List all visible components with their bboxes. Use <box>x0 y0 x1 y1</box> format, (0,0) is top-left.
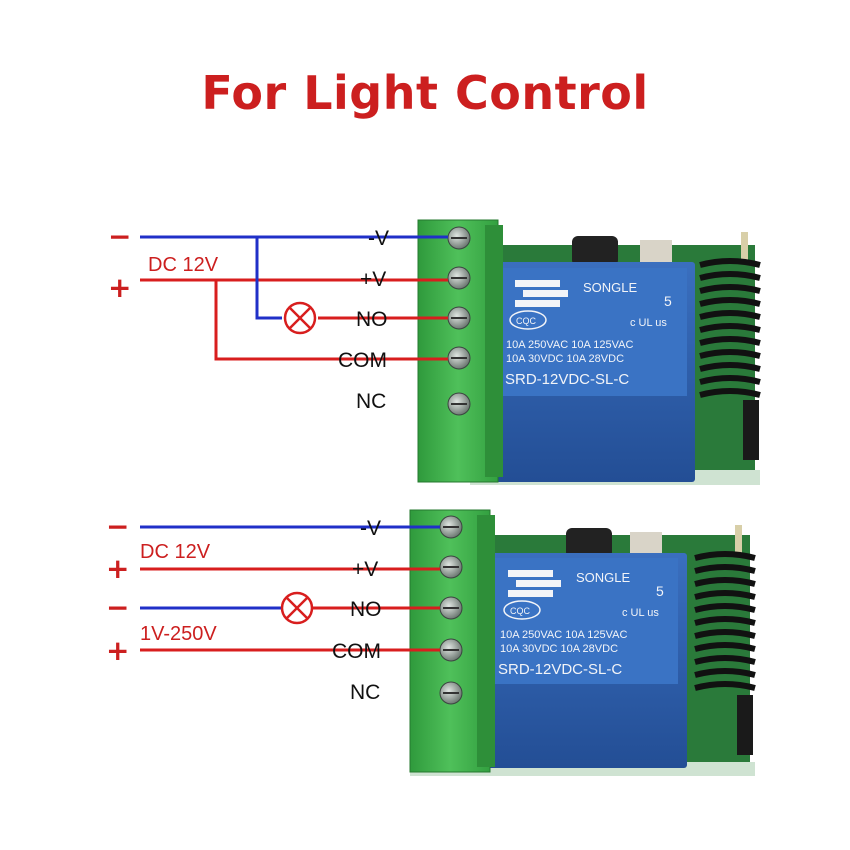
relay-rating-2: 10A 30VDC 10A 28VDC <box>500 643 618 655</box>
lamp-icon <box>280 591 314 625</box>
supply-label: DC 12V <box>140 541 211 563</box>
screw-icon <box>439 515 463 705</box>
relay-cert-left: CQC <box>516 316 537 326</box>
relay-model: SRD-12VDC-SL-C <box>505 371 629 388</box>
songle-logo-icon <box>508 570 561 597</box>
relay-brand: SONGLE <box>576 570 631 585</box>
relay-cert-left: CQC <box>510 606 531 616</box>
plus-sign: + <box>106 634 129 667</box>
relay-cert-right: c UL us <box>622 607 659 619</box>
load-supply-label: 1V-250V <box>140 623 217 645</box>
screw-icon <box>447 226 471 416</box>
pin-header <box>737 695 753 755</box>
antenna-coil-icon <box>694 525 756 691</box>
push-button <box>640 240 672 266</box>
minus-sign: − <box>108 220 131 253</box>
wire-com <box>214 280 448 361</box>
terminal-label-minus-v: -V <box>368 227 389 250</box>
pin-header <box>743 400 759 460</box>
cqc-mark <box>509 310 547 330</box>
lamp-icon <box>283 301 317 335</box>
terminal-block-side <box>485 225 503 477</box>
terminal-label-minus-v: -V <box>360 517 381 540</box>
relay-model: SRD-12VDC-SL-C <box>498 661 622 678</box>
antenna-coil-icon <box>699 232 761 398</box>
plus-sign: + <box>108 271 131 304</box>
terminal-block-side <box>477 515 495 767</box>
wire-lamp-negative <box>255 237 282 320</box>
relay-rating-1: 10A 250VAC 10A 125VAC <box>500 629 627 641</box>
terminal-label-no: NO <box>350 598 382 621</box>
terminal-label-no: NO <box>356 308 388 331</box>
relay-cert-right: c UL us <box>630 317 667 329</box>
relay-number: 5 <box>664 293 672 309</box>
minus-sign: − <box>106 591 129 624</box>
terminal-label-plus-v: +V <box>360 268 386 291</box>
terminal-label-nc: NC <box>350 681 380 704</box>
relay-rating-1: 10A 250VAC 10A 125VAC <box>506 339 633 351</box>
relay-brand: SONGLE <box>583 280 638 295</box>
terminal-label-nc: NC <box>356 390 386 413</box>
relay-face <box>498 268 687 396</box>
plus-sign: + <box>106 552 129 585</box>
capacitor <box>572 236 618 266</box>
relay-face <box>492 558 678 684</box>
minus-sign: − <box>106 510 129 543</box>
terminal-label-com: COM <box>338 349 387 372</box>
capacitor <box>566 528 612 558</box>
terminal-label-com: COM <box>332 640 381 663</box>
relay-number: 5 <box>656 583 664 599</box>
relay-rating-2: 10A 30VDC 10A 28VDC <box>506 353 624 365</box>
cqc-mark <box>503 600 541 620</box>
relay-module-top: SONGLE 5 CQC c UL us 10A 250VAC 10A 125V… <box>417 219 761 485</box>
relay-module-bottom: SONGLE 5 CQC c UL us 10A 250VAC 10A 125V… <box>409 509 756 776</box>
page-title: For Light Control <box>201 66 649 120</box>
songle-logo-icon <box>515 280 568 307</box>
wiring-bottom: − + DC 12V − + 1V-250V -V +V NO COM NC <box>106 510 440 704</box>
wiring-top: − + DC 12V -V +V NO COM NC <box>108 220 448 413</box>
terminal-label-plus-v: +V <box>352 558 378 581</box>
supply-label: DC 12V <box>148 254 219 276</box>
